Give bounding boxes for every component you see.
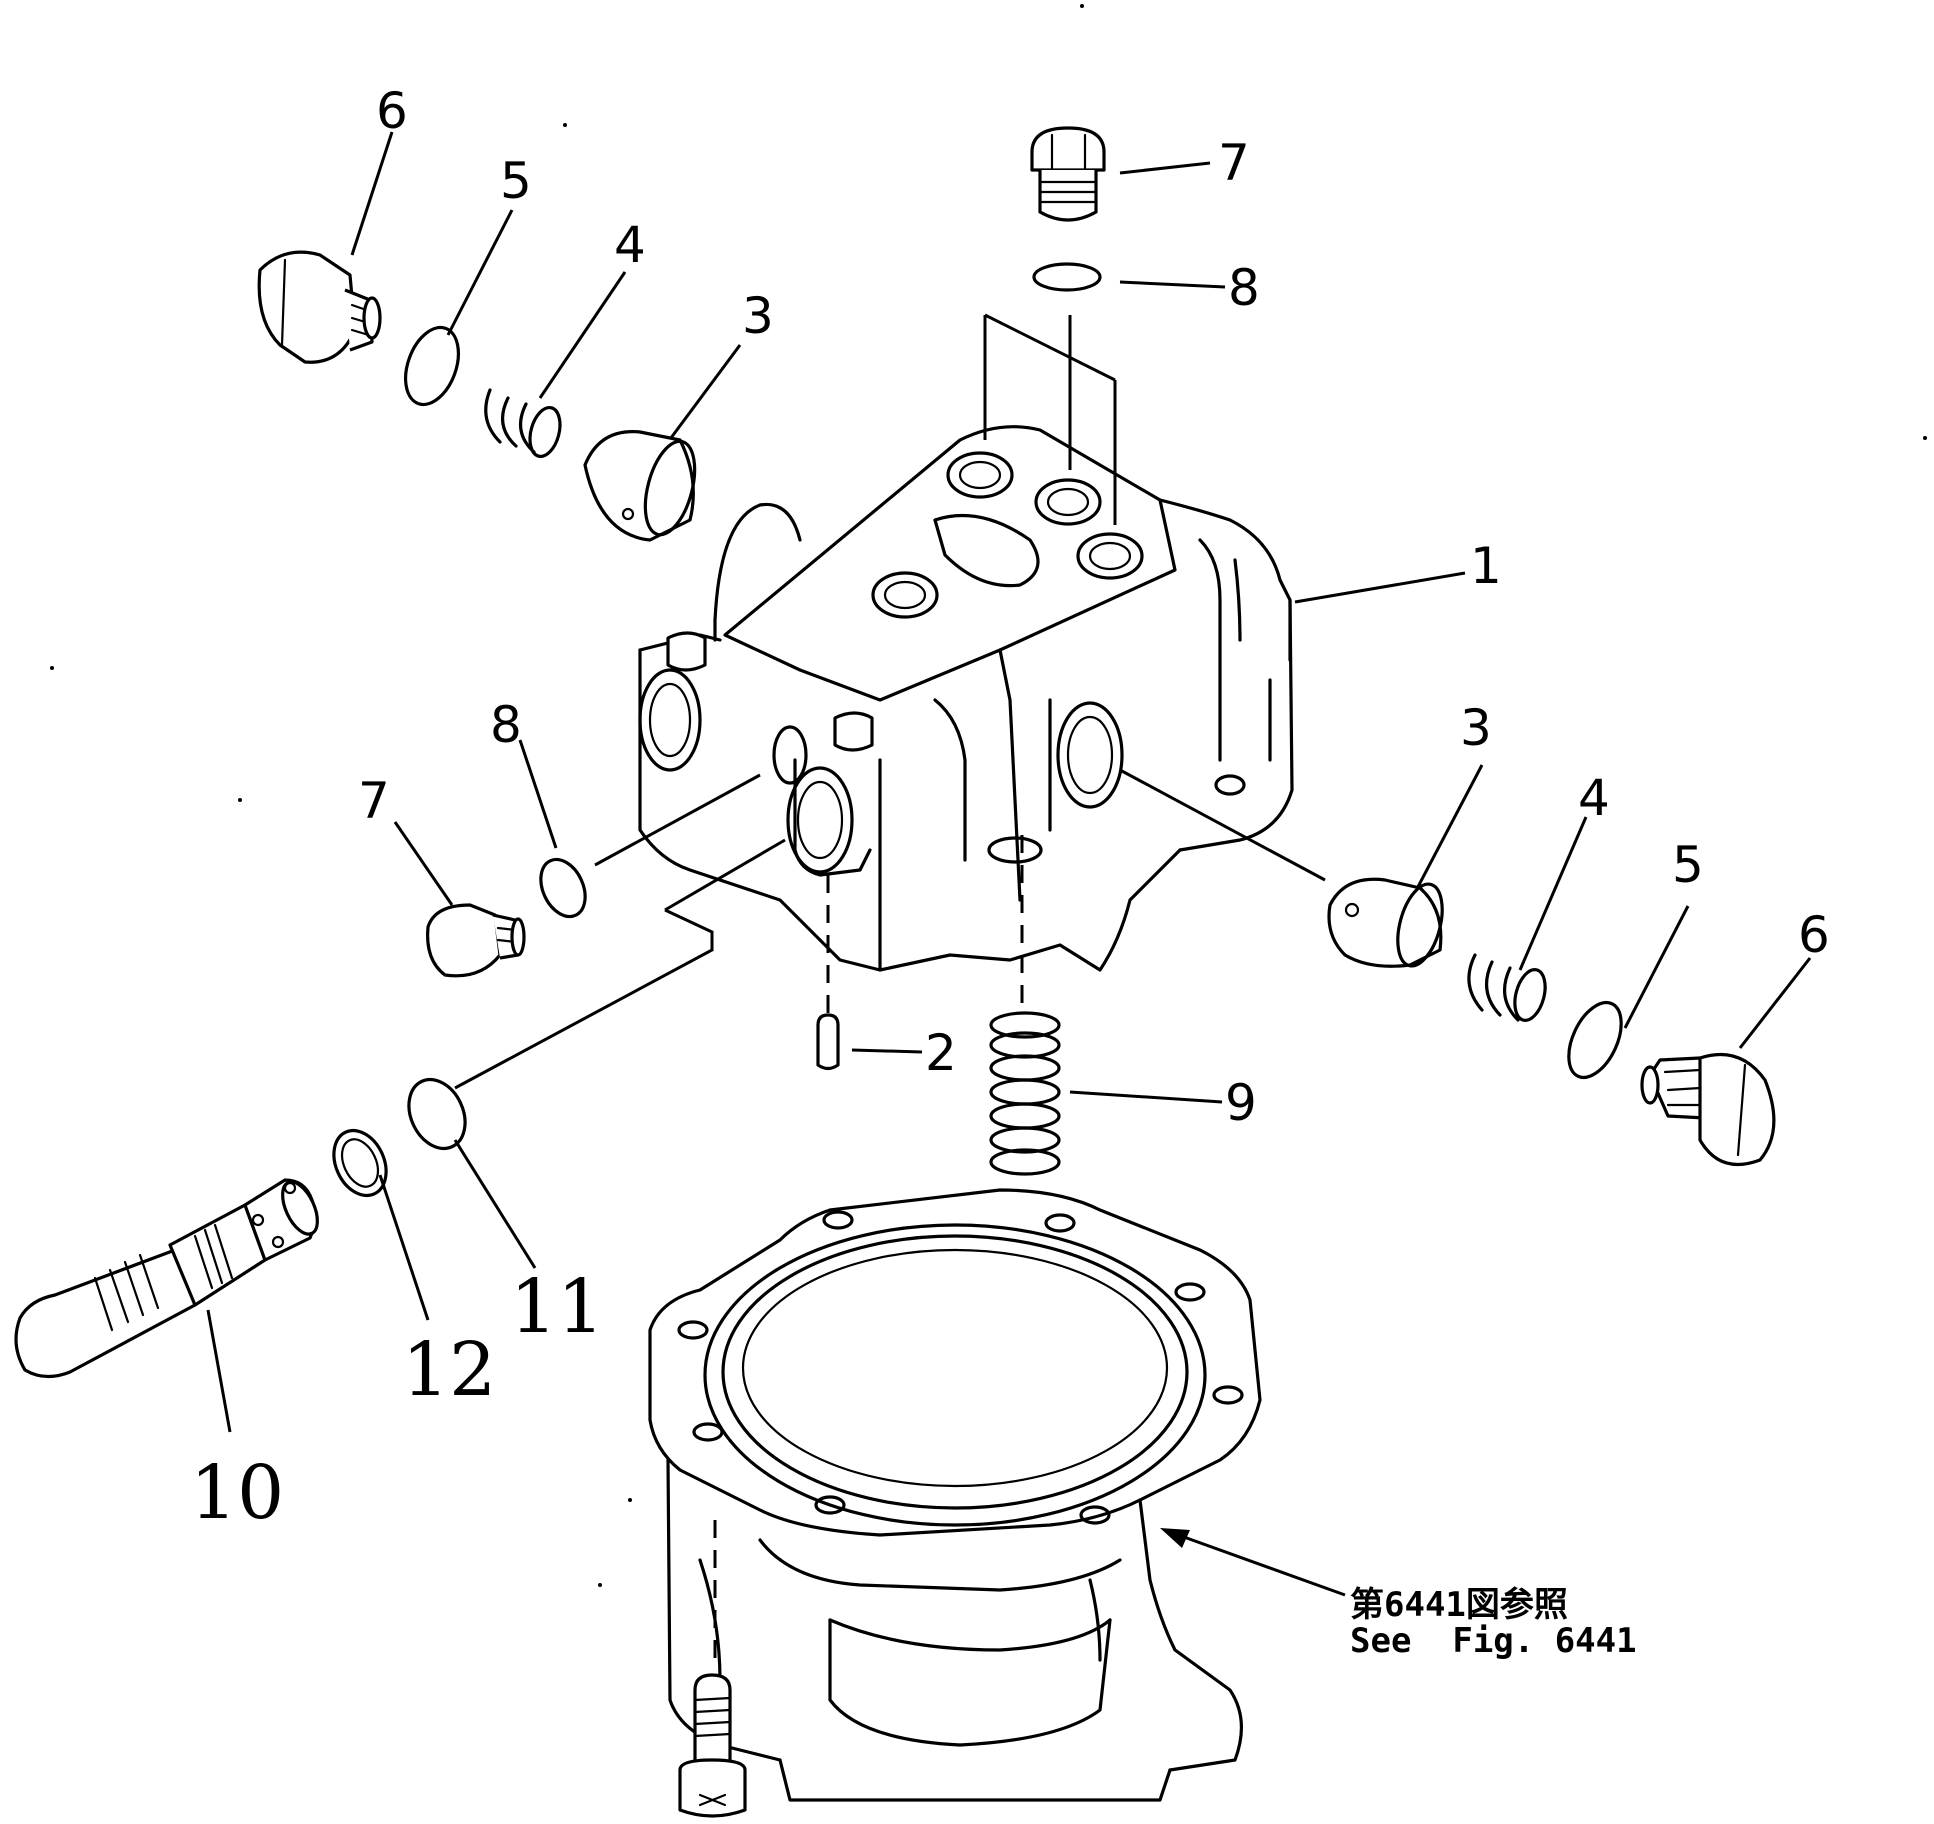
callout-7-left: 7 <box>358 772 390 830</box>
piston-right <box>1327 877 1444 968</box>
spring-right <box>1467 953 1547 1022</box>
plug-left <box>426 903 526 978</box>
callout-3-right: 3 <box>1460 699 1492 757</box>
callout-1: 1 <box>1470 537 1502 595</box>
plug-right <box>1640 1052 1776 1167</box>
scan-specks <box>50 4 1927 1587</box>
plug-top-left <box>257 250 382 364</box>
spring-center <box>989 1011 1061 1176</box>
piston-top-left <box>583 430 697 542</box>
bolt <box>678 1673 747 1818</box>
callout-2: 2 <box>925 1024 957 1082</box>
o-ring-right <box>1567 1000 1623 1080</box>
pin <box>816 1013 840 1071</box>
spring-top-left <box>484 388 562 459</box>
callout-4-right: 4 <box>1578 769 1610 827</box>
reference-jp: 第6441図参照 <box>1350 1585 1568 1625</box>
spool <box>14 1178 319 1379</box>
callout-9: 9 <box>1225 1074 1257 1132</box>
plug-top <box>1030 126 1106 222</box>
callout-5-right: 5 <box>1672 836 1704 894</box>
callout-8-top: 8 <box>1228 259 1260 317</box>
o-ring-top-left <box>404 325 460 407</box>
o-ring-top <box>1032 262 1102 292</box>
callout-6-top: 6 <box>376 82 408 140</box>
callout-5-top: 5 <box>500 152 532 210</box>
callout-3-top: 3 <box>742 287 774 345</box>
lower-housing <box>648 1188 1262 1802</box>
callout-12: 12 <box>402 1327 496 1413</box>
center-lines <box>826 835 1024 1015</box>
callout-10: 10 <box>190 1450 284 1536</box>
o-ring-11 <box>407 1077 467 1151</box>
reference-arrow <box>1160 1528 1346 1597</box>
valve-body <box>638 425 1294 972</box>
callout-7-top: 7 <box>1218 134 1250 192</box>
leader-lines <box>206 131 1812 1433</box>
o-ring-left <box>539 857 587 919</box>
reference-en: See Fig. 6441 <box>1350 1621 1637 1661</box>
backup-ring-12 <box>332 1128 388 1198</box>
callout-8-left: 8 <box>490 696 522 754</box>
callout-11: 11 <box>510 1264 604 1350</box>
callout-4-top: 4 <box>614 216 646 274</box>
callout-6-right: 6 <box>1798 906 1830 964</box>
